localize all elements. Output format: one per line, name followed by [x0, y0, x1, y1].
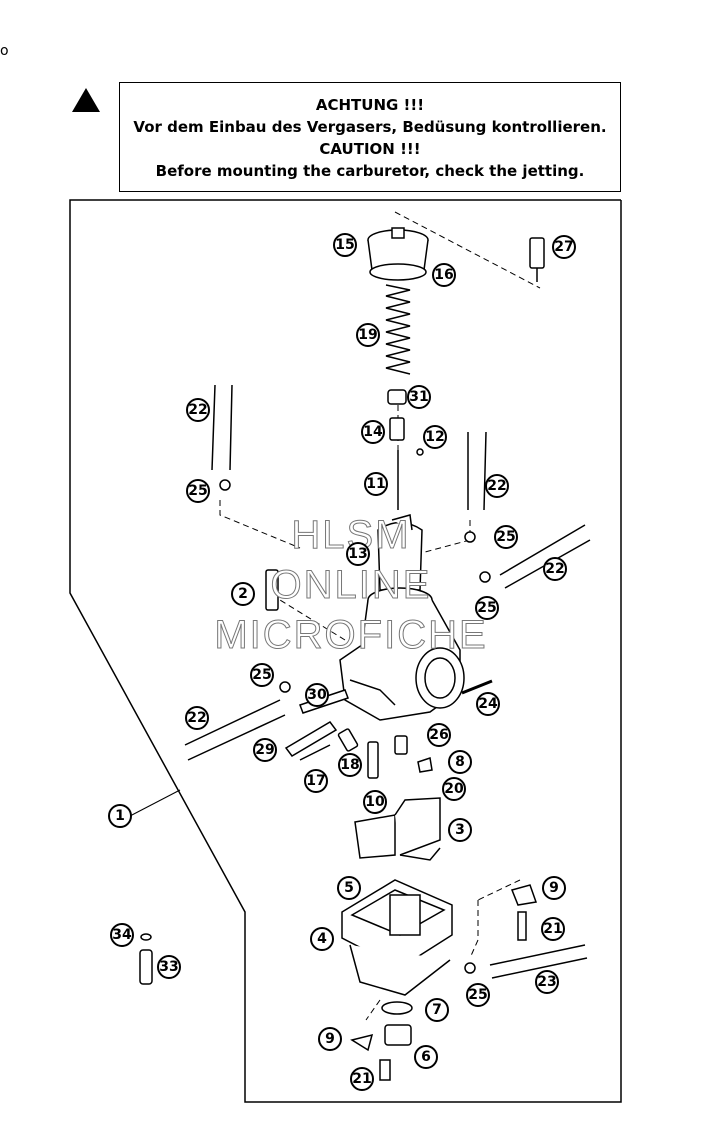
plug-27: [529, 237, 545, 282]
callout: 31: [407, 385, 431, 409]
callout: 9: [318, 1027, 342, 1051]
warning-triangle-icon: [72, 88, 100, 112]
callout: 8: [448, 750, 472, 774]
callout: 25: [466, 983, 490, 1007]
callout: 17: [304, 769, 328, 793]
callout: 25: [250, 663, 274, 687]
leader-1: [129, 789, 181, 817]
callout: 3: [448, 818, 472, 842]
caution-line-en-text: Before mounting the carburetor, check th…: [155, 162, 585, 180]
callout: 12: [423, 425, 447, 449]
watermark-line-2: ONLINE: [270, 563, 432, 608]
callout: 30: [305, 683, 329, 707]
float: [354, 797, 441, 861]
callout: 34: [110, 923, 134, 947]
callout: 6: [414, 1045, 438, 1069]
callout: 13: [346, 542, 370, 566]
callout: 21: [350, 1067, 374, 1091]
callout: 25: [475, 596, 499, 620]
bottom-parts: [350, 884, 538, 1081]
callout: 11: [364, 472, 388, 496]
needle-parts: [387, 389, 424, 510]
float-bowl: [341, 879, 453, 996]
callout: 5: [337, 876, 361, 900]
diagram-frame: [69, 199, 622, 1103]
caution-line-de-title: ACHTUNG !!!: [315, 96, 425, 114]
callout: 18: [338, 753, 362, 777]
caution-line-en-title: CAUTION !!!: [319, 140, 421, 158]
callout: 27: [552, 235, 576, 259]
hoses: [184, 384, 591, 979]
callout: 14: [361, 420, 385, 444]
callout: 20: [442, 777, 466, 801]
callout: 22: [485, 474, 509, 498]
rod-24: [461, 679, 493, 695]
clips: [219, 479, 491, 974]
callout: 16: [432, 263, 456, 287]
callout: 19: [356, 323, 380, 347]
callout: 23: [535, 970, 559, 994]
callout: 25: [186, 479, 210, 503]
callout: 22: [543, 557, 567, 581]
pin-parts: [139, 933, 153, 985]
top-cap: [367, 227, 429, 281]
callout: 1: [108, 804, 132, 828]
callout: 26: [427, 723, 451, 747]
callout: 22: [186, 398, 210, 422]
callout: 25: [494, 525, 518, 549]
caution-box: ACHTUNG !!! Vor dem Einbau des Vergasers…: [119, 82, 621, 192]
callout: 22: [185, 706, 209, 730]
carb-body: [339, 587, 465, 721]
callout: 29: [253, 738, 277, 762]
spring: [385, 284, 411, 375]
callout: 21: [541, 917, 565, 941]
throttle-slide: [377, 514, 423, 591]
callout: 2: [231, 582, 255, 606]
page-mark: o: [0, 43, 9, 59]
callout: 33: [157, 955, 181, 979]
callout: 4: [310, 927, 334, 951]
callout: 24: [476, 692, 500, 716]
callout: 15: [333, 233, 357, 257]
watermark-line-3: MICROFICHE: [214, 613, 488, 658]
caution-line-de-text: Vor dem Einbau des Vergasers, Bedüsung k…: [133, 118, 607, 136]
callout: 10: [363, 790, 387, 814]
callout: 9: [542, 876, 566, 900]
callout: 7: [425, 998, 449, 1022]
